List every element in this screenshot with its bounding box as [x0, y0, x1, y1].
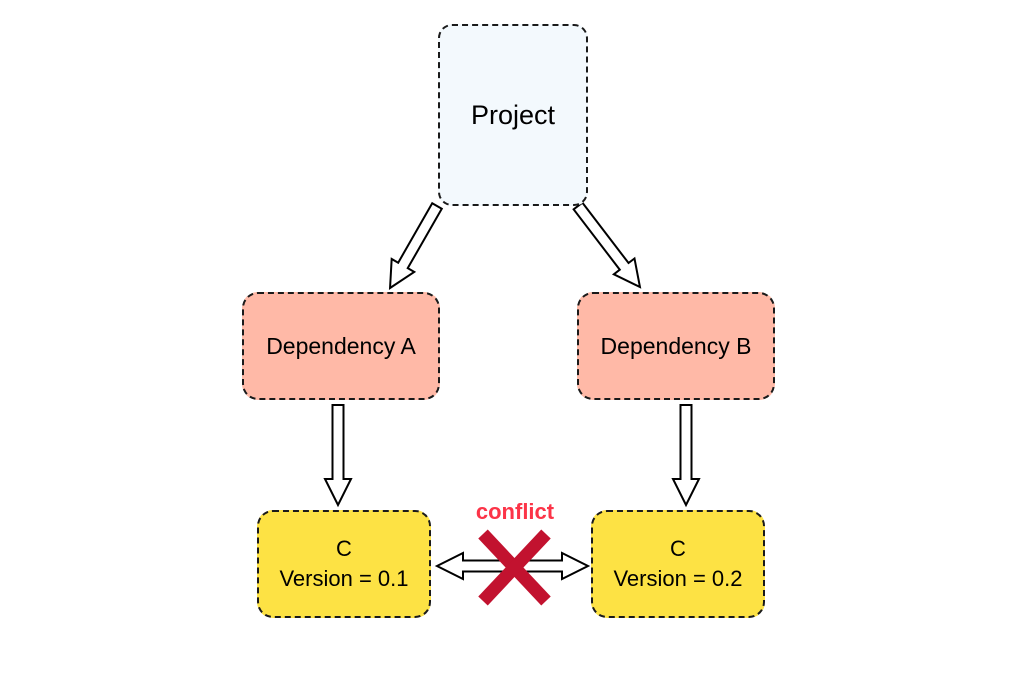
- node-c1-version: Version = 0.1: [279, 566, 409, 591]
- node-c2-title: C: [670, 536, 686, 561]
- arrow-dep-a-to-c1: [323, 404, 353, 508]
- node-project: Project: [438, 24, 588, 206]
- node-dependency-a-label: Dependency A: [266, 332, 416, 359]
- arrow-project-to-dep-a: [388, 201, 444, 290]
- conflict-label: conflict: [475, 499, 555, 524]
- arrow-c1-c2-double: [434, 551, 591, 581]
- node-dependency-b: Dependency B: [577, 292, 775, 400]
- node-project-label: Project: [470, 99, 556, 130]
- node-dependency-b-label: Dependency B: [600, 332, 752, 359]
- conflict-cross-icon: [478, 529, 551, 606]
- node-c-version-0-1: C Version = 0.1: [257, 510, 431, 618]
- arrow-dep-b-to-c2: [671, 404, 701, 508]
- node-dependency-a: Dependency A: [242, 292, 440, 400]
- node-c2-version: Version = 0.2: [613, 566, 743, 591]
- node-c1-title: C: [336, 536, 352, 561]
- node-c-version-0-2: C Version = 0.2: [591, 510, 765, 618]
- arrow-project-to-dep-b: [572, 201, 642, 289]
